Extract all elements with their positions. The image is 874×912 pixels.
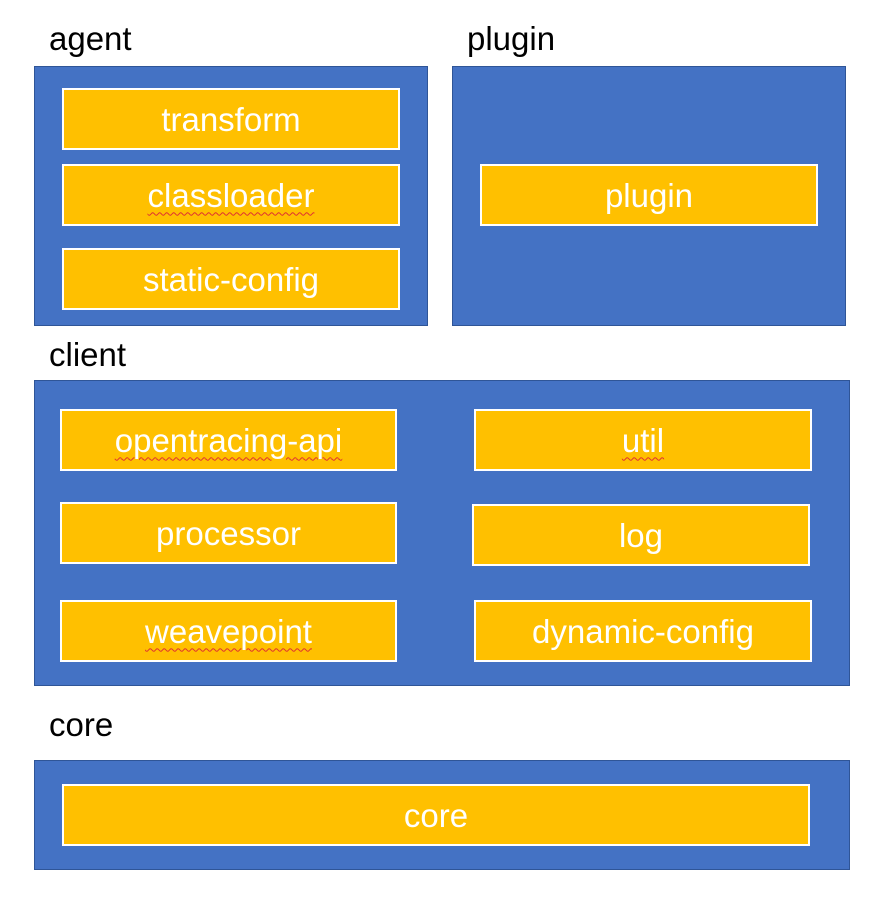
module-log: log <box>472 504 810 566</box>
module-dynamic-config: dynamic-config <box>474 600 812 662</box>
module-core: core <box>62 784 810 846</box>
agent-panel: transform classloader static-config <box>34 66 428 326</box>
module-processor-label: processor <box>156 514 301 552</box>
agent-section-label: agent <box>49 20 132 57</box>
module-transform: transform <box>62 88 400 150</box>
core-section-label: core <box>49 706 114 743</box>
module-classloader-label: classloader <box>147 176 315 214</box>
plugin-panel: plugin <box>452 66 846 326</box>
module-util-label: util <box>621 421 665 459</box>
module-util: util <box>474 409 812 471</box>
module-opentracing-api: opentracing-api <box>60 409 397 471</box>
module-weavepoint: weavepoint <box>60 600 397 662</box>
plugin-section-label: plugin <box>467 20 556 57</box>
module-weavepoint-label: weavepoint <box>145 612 312 650</box>
module-opentracing-api-label: opentracing-api <box>114 421 343 459</box>
module-plugin: plugin <box>480 164 818 226</box>
module-dynamic-config-label: dynamic-config <box>532 612 754 650</box>
module-classloader: classloader <box>62 164 400 226</box>
module-processor: processor <box>60 502 397 564</box>
module-transform-label: transform <box>161 100 301 138</box>
module-static-config: static-config <box>62 248 400 310</box>
module-log-label: log <box>618 516 664 554</box>
core-panel: core <box>34 760 850 870</box>
client-section-label: client <box>49 336 127 373</box>
client-panel: opentracing-api util processor log weave… <box>34 380 850 686</box>
module-plugin-label: plugin <box>604 176 694 214</box>
module-core-label: core <box>403 796 469 834</box>
module-static-config-label: static-config <box>142 260 320 298</box>
